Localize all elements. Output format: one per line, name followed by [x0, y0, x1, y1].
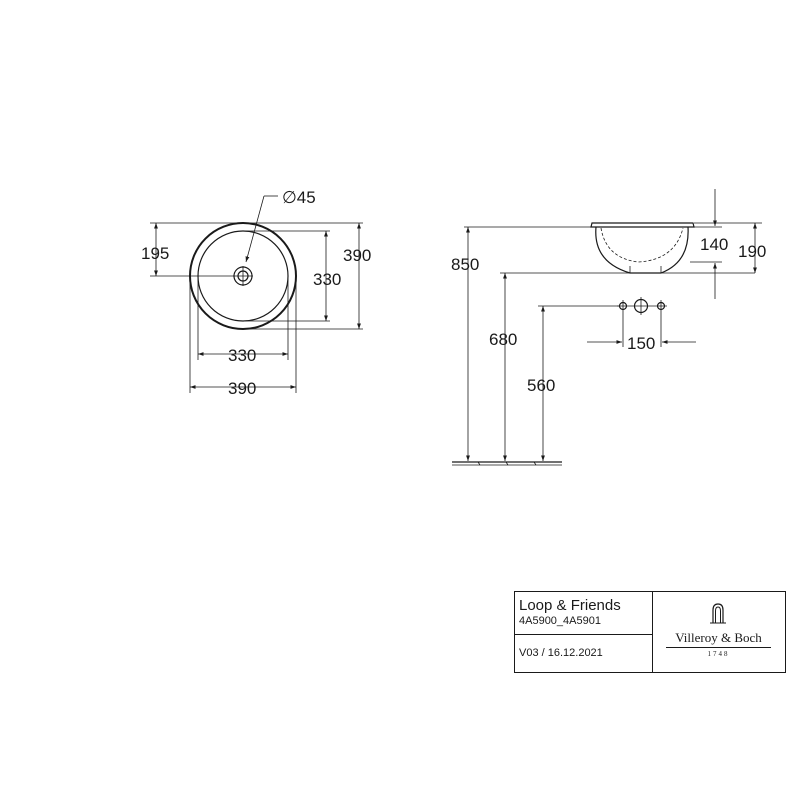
pipe-diameter-label: ∅45: [282, 188, 316, 207]
title-block: Loop & Friends 4A5900_4A5901 V03 / 16.12…: [514, 591, 786, 673]
outer-width-dimension: 390: [189, 276, 297, 398]
drain-offset-label: 195: [141, 244, 169, 263]
floor-line: [452, 461, 562, 466]
overall-depth-dimension: 190: [694, 222, 766, 273]
brand-logo-icon: [710, 603, 726, 624]
product-codes: 4A5900_4A5901: [519, 615, 601, 627]
title-block-divider: [515, 634, 652, 635]
version-date: V03 / 16.12.2021: [519, 647, 603, 659]
top-view: ∅45 195 330 390 330: [141, 188, 371, 398]
connection-spacing-label: 150: [627, 334, 655, 353]
wall-connections: [617, 297, 667, 315]
brand-name: Villeroy & Boch: [675, 630, 762, 645]
product-name: Loop & Friends: [519, 597, 621, 614]
overall-depth-label: 190: [738, 242, 766, 261]
outer-height-dimension: 390: [243, 222, 371, 330]
basin-depth-dimension: 140: [690, 189, 728, 299]
bottom-height-label: 680: [489, 330, 517, 349]
outer-width-label: 390: [228, 379, 256, 398]
title-block-info: Loop & Friends 4A5900_4A5901 V03 / 16.12…: [515, 592, 653, 672]
brand-logo: Villeroy & Boch 1748: [652, 592, 785, 672]
brand-year: 1748: [707, 650, 730, 658]
connection-height-dimension: 560: [527, 305, 620, 461]
drain-offset-dimension: 195: [141, 222, 243, 277]
brand-rule: [666, 647, 771, 648]
inner-width-dimension: 330: [197, 276, 289, 365]
countertop-rim: [590, 222, 695, 228]
inner-height-dimension: 330: [243, 230, 341, 322]
side-view: 850 680 560 1: [451, 189, 766, 466]
inner-width-label: 330: [228, 346, 256, 365]
connection-spacing-dimension: 150: [587, 312, 696, 353]
mount-height-label: 850: [451, 255, 479, 274]
outer-height-label: 390: [343, 246, 371, 265]
basin-body: [595, 226, 689, 274]
inner-height-label: 330: [313, 270, 341, 289]
bottom-height-dimension: 680: [489, 272, 755, 461]
basin-depth-label: 140: [700, 235, 728, 254]
mount-height-dimension: 850: [451, 226, 592, 461]
basin-inner-dashed: [600, 227, 684, 263]
connection-height-label: 560: [527, 376, 555, 395]
pipe-diameter-callout: ∅45: [245, 188, 316, 263]
